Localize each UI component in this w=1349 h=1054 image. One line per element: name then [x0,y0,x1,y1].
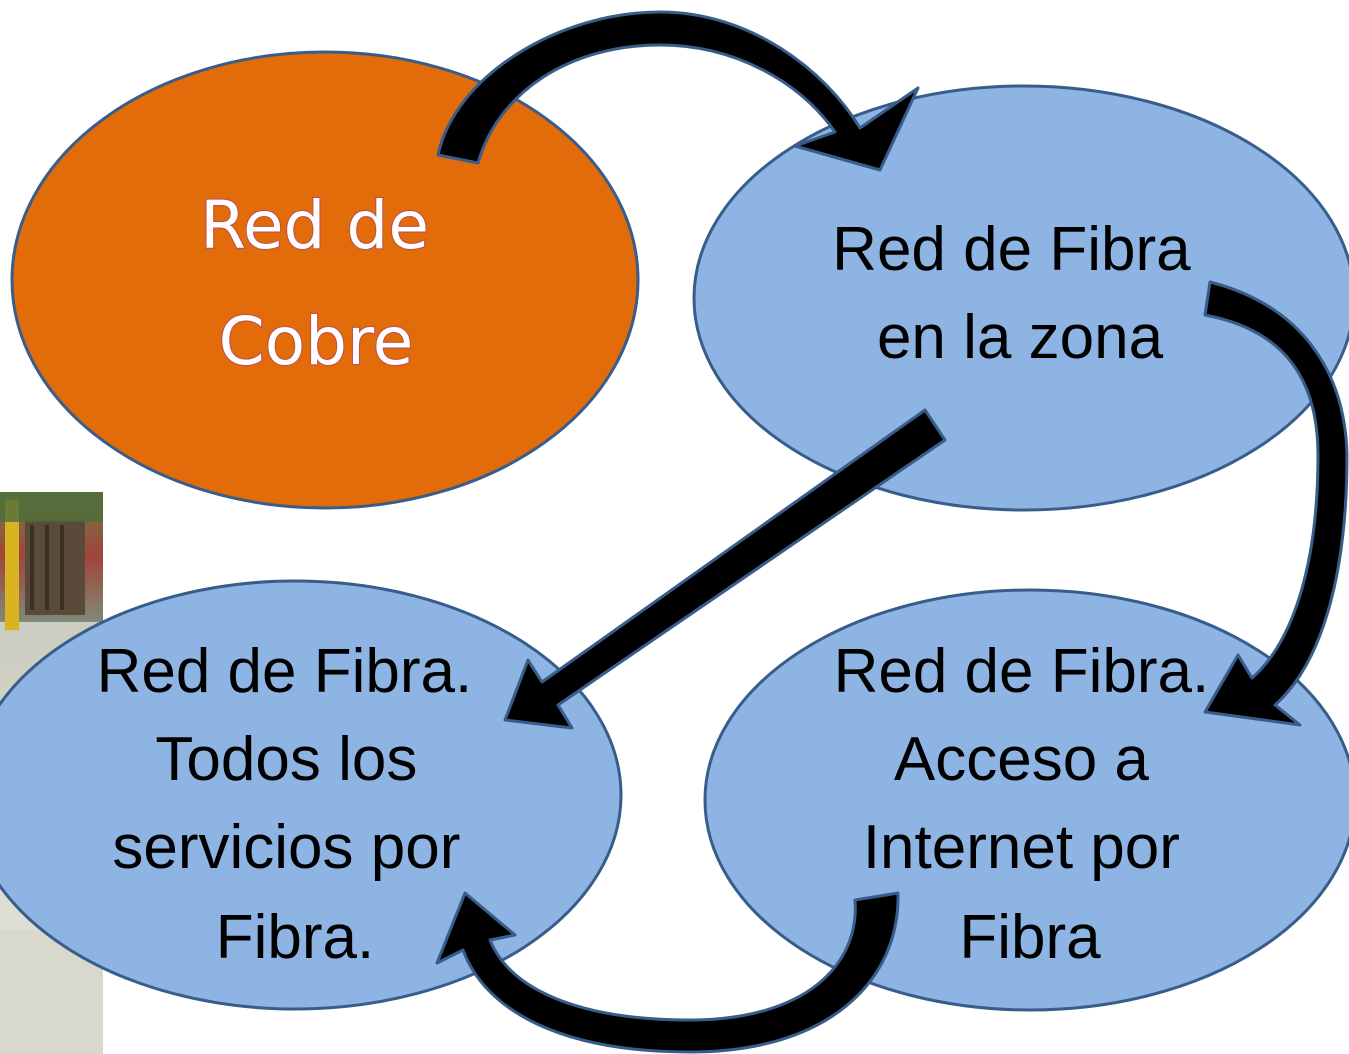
node-fiber-all-line-3: servicios por [112,813,460,882]
arrow-fiber-zone-to-internet [1203,280,1349,727]
node-fiber-internet-line-1: Red de Fibra. [834,637,1210,706]
node-fiber-internet-line-3: Internet por [863,813,1180,882]
node-fiber-all-line-2: Todos los [155,725,417,794]
node-fiber-zone-line-2: en la zona [877,303,1164,372]
node-fiber-internet-label: Red de Fibra. Acceso a Internet por Fibr… [834,637,1227,972]
node-copper-line-1: Red de [200,187,429,264]
node-fiber-zone-label: Red de Fibra en la zona [832,215,1208,372]
node-copper-label: Red de Cobre [200,187,450,380]
arrow-internet-to-fiber-all [435,891,900,1054]
node-copper-line-2: Cobre [219,303,414,380]
node-fiber-internet-line-4: Fibra [959,903,1101,972]
node-fiber-all-line-4: Fibra. [216,903,374,972]
node-copper-ellipse [10,50,640,510]
node-fiber-all-label: Red de Fibra. Todos los servicios por Fi… [97,637,490,972]
node-fiber-internet-line-2: Acceso a [894,725,1150,794]
arrow-copper-to-fiber-zone [436,10,920,172]
arrow-fiber-zone-to-fiber-all [503,408,947,730]
node-fiber-zone-line-1: Red de Fibra [832,215,1191,284]
node-fiber-all-line-1: Red de Fibra. [97,637,473,706]
node-fiber-zone-ellipse [692,84,1349,512]
